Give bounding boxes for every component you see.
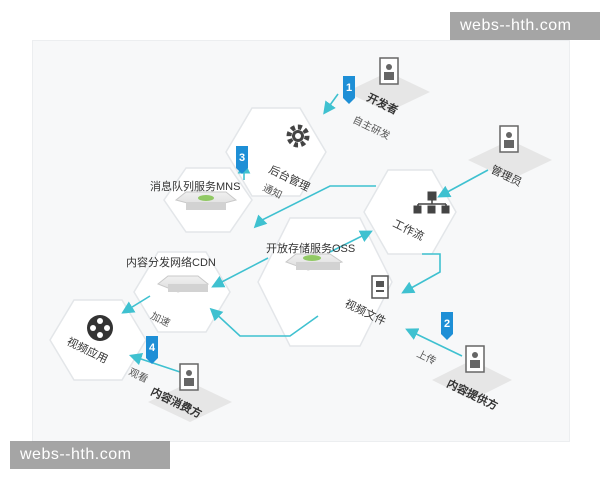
- hex-oss: [257, 217, 393, 347]
- video-file-icon: [371, 275, 389, 299]
- flow-consumer-app: [128, 352, 181, 373]
- step-number-3: 3: [239, 152, 245, 164]
- watermark-bottom: webs--hth.com: [10, 441, 170, 469]
- oss-service-icon: [284, 253, 344, 271]
- mns-service-icon: [174, 191, 238, 210]
- consumer-avatar: [148, 363, 232, 422]
- film-reel-icon: [87, 315, 113, 341]
- flow-oss-workflow: [329, 230, 373, 253]
- label-mns: 消息队列服务MNS: [150, 179, 240, 193]
- step-badge-1: 1: [343, 76, 355, 104]
- watermark-top: webs--hth.com: [450, 12, 600, 40]
- flow-workflow-videofile: [401, 253, 441, 294]
- flow-workflow-mns: [253, 185, 376, 229]
- flow-cdn-app: [121, 295, 151, 314]
- gear-icon: [286, 124, 310, 148]
- label-upload: 上传: [415, 348, 438, 368]
- admin-avatar: [468, 125, 552, 180]
- step-number-4: 4: [149, 342, 156, 354]
- step-number-1: 1: [346, 82, 352, 94]
- label-self-dev: 自主研发: [351, 113, 393, 142]
- step-number-2: 2: [444, 318, 450, 330]
- hex-backend: [225, 107, 327, 197]
- flow-videofile-cdn-loop: [209, 307, 319, 337]
- step-badge-2: 2: [441, 312, 453, 340]
- provider-avatar: [432, 345, 512, 400]
- developer-avatar: [346, 57, 430, 112]
- label-oss: 开放存储服务OSS: [266, 241, 355, 255]
- workflow-tree-icon: [413, 191, 450, 214]
- flow-lines: [121, 93, 489, 373]
- step-badge-4: 4: [146, 336, 158, 364]
- label-watch: 观看: [127, 365, 151, 385]
- flow-admin-workflow: [437, 169, 489, 198]
- flow-dev-backend: [323, 93, 339, 115]
- flow-provider-videofile: [405, 328, 463, 357]
- cdn-service-icon: [157, 275, 210, 293]
- label-cdn: 内容分发网络CDN: [126, 255, 216, 269]
- step-badge-3: 3: [236, 146, 248, 174]
- flow-oss-cdn: [211, 257, 269, 288]
